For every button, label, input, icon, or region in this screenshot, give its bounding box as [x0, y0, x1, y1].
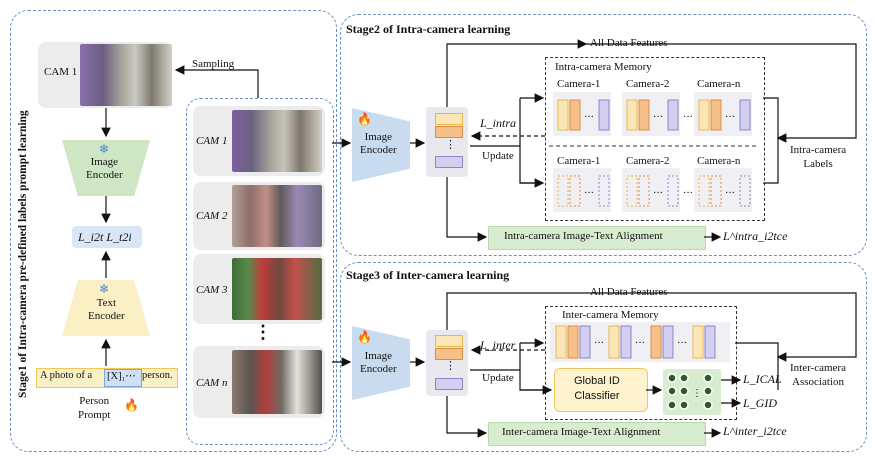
feature-bar-orange	[435, 126, 463, 138]
svg-text:···: ···	[683, 188, 693, 199]
svg-text:···: ···	[653, 112, 663, 123]
intra-memory-blocks-dashed: ··· ··· ··· ···	[553, 168, 752, 212]
stage2-all-features: All Data Features	[590, 37, 668, 49]
stage3-loss-inter: L_inter	[480, 338, 516, 352]
svg-text:···: ···	[683, 112, 693, 123]
svg-text:···: ···	[635, 338, 645, 349]
inter-memory-blocks: ··· ··· ···	[550, 322, 730, 362]
stage1-loss-box	[72, 226, 142, 248]
stage1-image-encoder-label: Image Encoder	[86, 156, 123, 181]
stage2-camn-label-b: Camera-n	[697, 155, 741, 167]
stage3-alignment-box	[488, 422, 706, 446]
stage2-title: Stage2 of Intra-camera learning	[346, 22, 511, 36]
intra-memory-blocks-solid: ··· ··· ··· ···	[553, 92, 752, 136]
gallery-row-label: CAM 3	[196, 284, 228, 296]
stage2-cam1-label-b: Camera-1	[557, 155, 601, 167]
stage1-loss-label: L_i2t L_t2i	[78, 230, 132, 244]
prompt-end: person.	[142, 370, 173, 381]
fire-icon: 🔥	[124, 398, 139, 412]
fire-icon: 🔥	[357, 112, 372, 126]
stage2-image-encoder	[352, 108, 410, 182]
stage2-panel	[340, 14, 867, 256]
gallery-ellipsis: ⋮	[254, 322, 272, 342]
stage3-memory-title: Inter-camera Memory	[562, 309, 659, 321]
camera-gallery	[186, 98, 334, 445]
stage2-camn-label: Camera-n	[697, 78, 741, 90]
classifier-nodes	[667, 373, 713, 410]
gallery-row-label: CAM 2	[196, 210, 228, 222]
stage3-memory	[545, 306, 737, 420]
stage2-memory	[545, 57, 765, 221]
stage1-panel	[10, 10, 337, 452]
prompt-token-box	[104, 369, 142, 387]
stage2-labels: Intra-camera Labels	[790, 144, 847, 170]
person-prompt-label: Person Prompt	[78, 395, 111, 421]
stage3-panel	[340, 262, 867, 452]
feature-bar-ellipsis: ⋮	[445, 360, 456, 372]
stage3-loss-gid: L_GID	[743, 396, 778, 410]
stage3-loss-i2tce: L^inter_i2tce	[723, 424, 787, 438]
stage1-text-encoder-label: Text Encoder	[88, 297, 125, 322]
svg-text:···: ···	[677, 338, 687, 349]
stage2-loss-i2tce: L^intra_i2tce	[723, 229, 788, 243]
gallery-row-label: CAM 1	[196, 135, 228, 147]
svg-text:···: ···	[584, 188, 594, 199]
svg-text:···: ···	[653, 188, 663, 199]
svg-text:⋮: ⋮	[692, 388, 702, 399]
svg-text:···: ···	[725, 188, 735, 199]
feature-bar-purple	[435, 378, 463, 390]
feature-bar-yellow	[435, 113, 463, 125]
stage3-association: Inter-camera Association	[790, 362, 846, 388]
svg-text:···: ···	[584, 112, 594, 123]
stage3-title: Stage3 of Inter-camera learning	[346, 268, 510, 282]
snowflake-icon: ❄	[99, 142, 110, 156]
feature-bar-yellow	[435, 335, 463, 347]
gallery-photo	[232, 110, 322, 172]
stage2-cam1-label: Camera-1	[557, 78, 601, 90]
stage3-loss-ical: L_ICAL	[743, 372, 782, 386]
stage2-alignment-box	[488, 226, 706, 250]
prompt-text: A photo of a	[40, 370, 93, 381]
stage2-cam2-label-b: Camera-2	[626, 155, 670, 167]
feature-bar-purple	[435, 156, 463, 168]
gallery-photo	[232, 185, 322, 247]
stage2-image-encoder-label: Image Encoder	[360, 131, 397, 156]
stage1-image-encoder	[62, 140, 150, 196]
feature-bar-orange	[435, 348, 463, 360]
stage3-image-encoder-label: Image Encoder	[360, 350, 397, 375]
stage3-update-label: Update	[482, 372, 514, 384]
stage2-cam2-label: Camera-2	[626, 78, 670, 90]
stage1-cam1-photo	[80, 44, 172, 106]
stage3-all-features: All Data Features	[590, 286, 668, 298]
fire-icon: 🔥	[357, 330, 372, 344]
sampling-label: Sampling	[192, 58, 235, 70]
gallery-row-label: CAM n	[196, 377, 228, 389]
stage2-loss-intra: L_intra	[480, 116, 517, 130]
global-id-classifier-label: Global ID Classifier	[574, 375, 620, 402]
stage2-alignment-label: Intra-camera Image-Text Alignment	[504, 230, 663, 242]
gallery-photo	[232, 258, 322, 320]
stage2-memory-title: Intra-camera Memory	[555, 61, 652, 73]
stage3-image-encoder	[352, 326, 410, 400]
stage3-alignment-label: Inter-camera Image-Text Alignment	[502, 426, 661, 438]
stage1-cam1-label: CAM 1	[44, 66, 78, 78]
gallery-photo	[232, 350, 322, 414]
snowflake-icon: ❄	[99, 282, 110, 296]
svg-text:···: ···	[725, 112, 735, 123]
prompt-tokens: [X]₁⋯	[107, 371, 136, 382]
feature-bar-ellipsis: ⋮	[445, 139, 456, 151]
svg-text:···: ···	[594, 338, 604, 349]
stage2-update-label: Update	[482, 150, 514, 162]
global-id-classifier	[554, 368, 648, 412]
stage1-text-encoder	[62, 280, 150, 336]
